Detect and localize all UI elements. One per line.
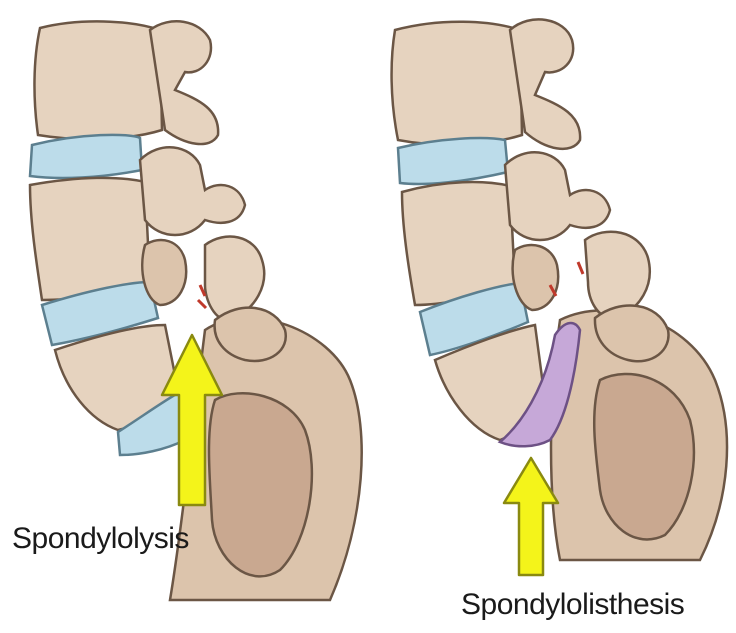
vertebra-body-l3-right <box>392 22 522 145</box>
spondylolysis-label: Spondylolysis <box>12 522 189 556</box>
disc-upper-left <box>30 135 142 178</box>
spondylolysis-illustration <box>30 21 362 600</box>
up-arrow-icon <box>504 458 558 575</box>
spinous-process-2-right <box>505 152 610 240</box>
pelvis-right <box>594 374 694 539</box>
vertebra-body-l4-left <box>30 178 150 300</box>
facet-joint-right <box>513 245 559 310</box>
disc-upper-right <box>398 138 508 184</box>
lamina-right <box>585 232 650 318</box>
spondylolisthesis-illustration <box>392 19 727 575</box>
spondylolisthesis-label: Spondylolisthesis <box>461 588 684 622</box>
vertebra-body-l3-left <box>34 21 162 139</box>
pelvis-left <box>209 393 312 576</box>
spinous-process-2-left <box>140 147 245 235</box>
facet-joint-left <box>142 240 186 305</box>
